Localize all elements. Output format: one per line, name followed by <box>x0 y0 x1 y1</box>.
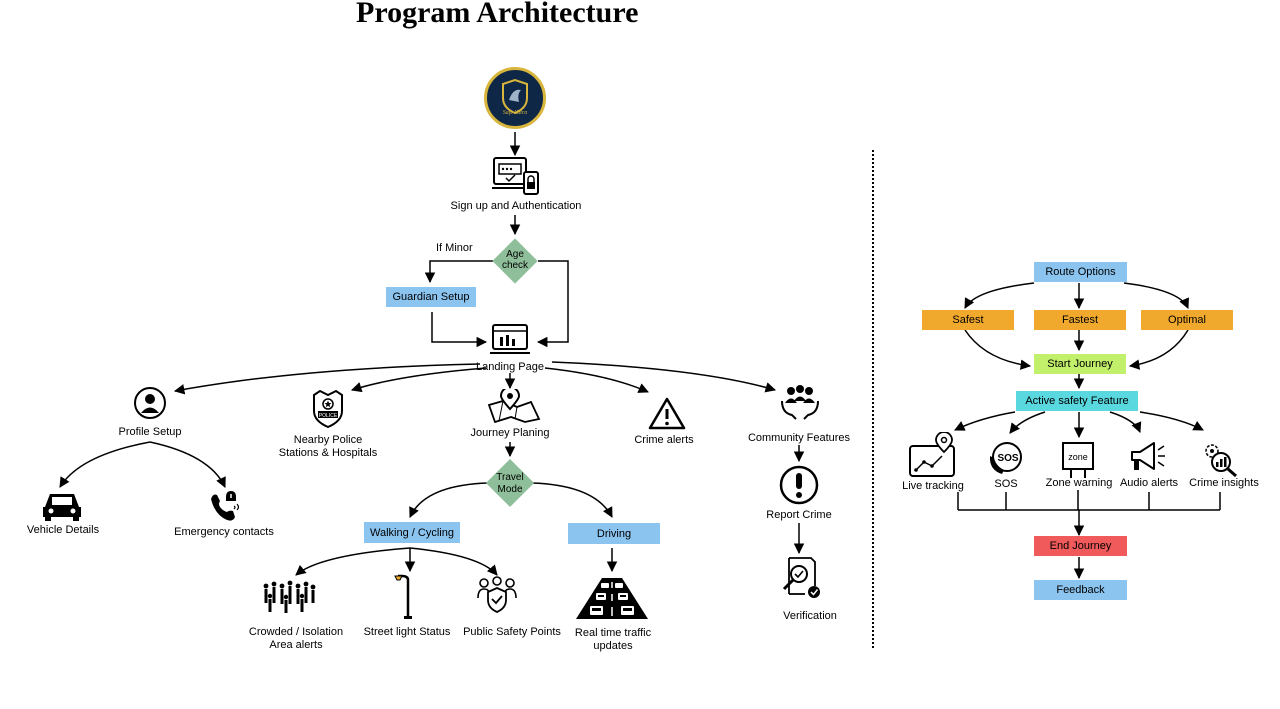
traffic-icon <box>576 578 648 619</box>
crime-alerts-label: Crime alerts <box>634 434 694 446</box>
active-safety-box: Active safety Feature <box>1016 391 1138 411</box>
shield-icon <box>502 78 528 115</box>
community-icon <box>781 385 819 420</box>
report-icon <box>779 465 819 505</box>
sos-icon: SOS <box>989 442 1022 474</box>
zone-tag-label: zone <box>1068 452 1088 462</box>
if-minor-label: If Minor <box>436 242 473 254</box>
report-crime-label: Report Crime <box>766 509 832 521</box>
logo-text: Safe Yatra <box>502 110 528 116</box>
svg-text:POLICE: POLICE <box>319 413 338 419</box>
landing-page-label: Landing Page <box>476 361 544 373</box>
profile-setup-label: Profile Setup <box>118 426 182 438</box>
driving-box: Driving <box>568 523 660 544</box>
fastest-box: Fastest <box>1034 310 1126 330</box>
vehicle-details-label: Vehicle Details <box>26 524 100 536</box>
emergency-call-icon <box>211 491 240 521</box>
walking-cycling-box: Walking / Cycling <box>364 522 460 543</box>
guardian-setup-box: Guardian Setup <box>386 287 476 307</box>
map-pin-icon <box>487 389 541 423</box>
user-icon <box>134 387 166 419</box>
emergency-contacts-label: Emergency contacts <box>174 526 274 538</box>
live-tracking-label: Live tracking <box>902 480 964 492</box>
traffic-line2: updates <box>593 640 633 652</box>
public-safety-icon <box>477 576 517 613</box>
live-tracking-icon <box>909 432 955 477</box>
svg-text:SOS: SOS <box>997 453 1018 464</box>
crowded-line2: Area alerts <box>269 639 323 651</box>
zone-warning-label: Zone warning <box>1045 477 1113 489</box>
zone-sign-icon <box>1062 442 1094 478</box>
signup-label: Sign up and Authentication <box>450 200 582 212</box>
nearby-police-line1: Nearby Police <box>293 434 363 446</box>
verification-label: Verification <box>783 610 837 622</box>
crime-insights-label: Crime insights <box>1189 477 1259 489</box>
traffic-line1: Real time traffic <box>574 627 652 639</box>
street-light-icon <box>394 574 412 619</box>
start-journey-box: Start Journey <box>1034 354 1126 374</box>
travel-mode-line1: Travel <box>496 472 524 483</box>
age-check-line2: check <box>501 260 529 271</box>
page-title: Program Architecture <box>356 0 639 29</box>
route-options-box: Route Options <box>1034 262 1127 282</box>
dashboard-icon <box>490 324 530 354</box>
travel-mode-line2: Mode <box>497 484 523 495</box>
age-check-line1: Age <box>506 249 524 260</box>
end-journey-box: End Journey <box>1034 536 1127 556</box>
crime-insights-icon <box>1205 444 1237 477</box>
verification-icon <box>782 557 820 598</box>
megaphone-icon <box>1131 442 1165 470</box>
street-light-label: Street light Status <box>363 626 451 638</box>
crowded-line1: Crowded / Isolation <box>248 626 344 638</box>
community-features-label: Community Features <box>747 432 851 444</box>
laptop-lock-icon <box>492 157 539 195</box>
journey-planning-label: Journey Planing <box>470 427 550 439</box>
audio-alerts-label: Audio alerts <box>1119 477 1179 489</box>
feedback-box: Feedback <box>1034 580 1127 600</box>
warning-icon <box>648 397 686 430</box>
crowd-icon <box>263 580 316 613</box>
sos-label: SOS <box>994 478 1018 490</box>
safest-box: Safest <box>922 310 1014 330</box>
safe-yatra-logo: Safe Yatra <box>484 67 546 129</box>
police-badge-icon: POLICE <box>313 389 343 429</box>
car-icon <box>43 494 81 521</box>
nearby-police-line2: Stations & Hospitals <box>278 447 378 459</box>
optimal-box: Optimal <box>1141 310 1233 330</box>
public-safety-label: Public Safety Points <box>463 626 561 638</box>
